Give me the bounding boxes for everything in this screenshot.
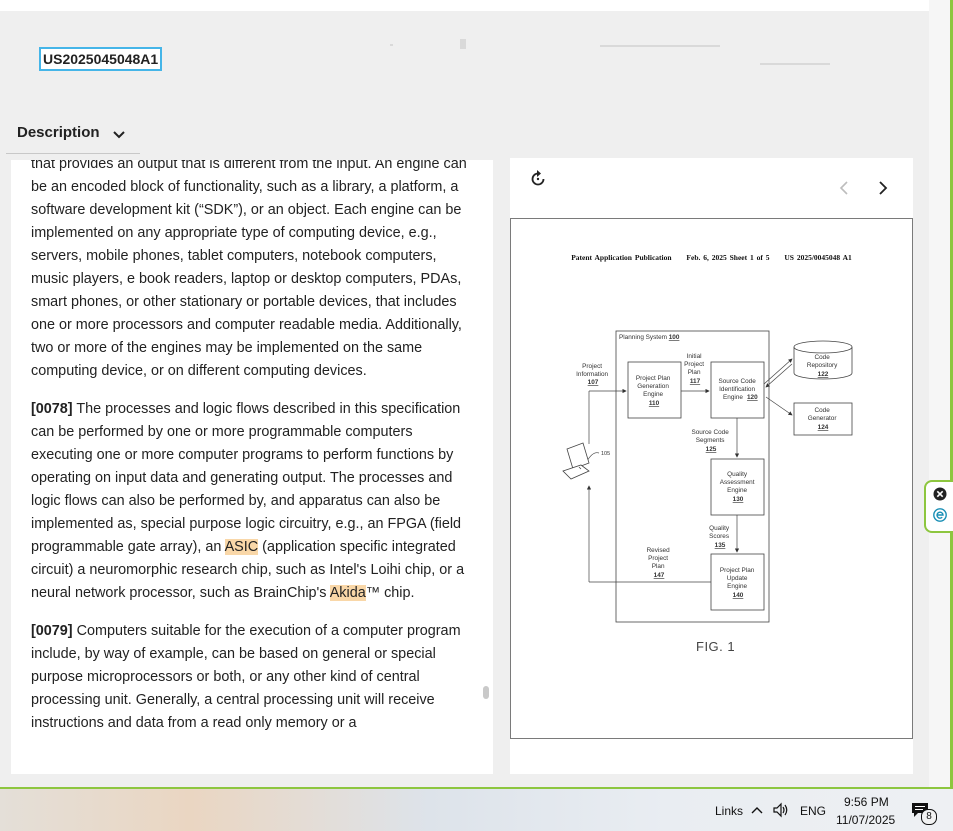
description-tab[interactable]: Description xyxy=(6,115,140,154)
links-toolbar[interactable]: Links xyxy=(715,804,744,818)
previous-figure-button[interactable] xyxy=(834,178,854,198)
sheet-header-right: US 2025/0045048 A1 xyxy=(784,253,852,262)
top-strip xyxy=(0,0,929,11)
window-border-bottom xyxy=(0,787,953,789)
chevron-down-icon[interactable] xyxy=(111,127,127,143)
paragraph-number: [0079] xyxy=(31,623,73,639)
paragraph-text: Computers suitable for the execution of … xyxy=(31,623,461,731)
segments-label: Source Code Segments 125 xyxy=(691,429,730,453)
clock-date[interactable]: 11/07/2025 xyxy=(836,813,896,827)
highlight-term[interactable]: ASIC xyxy=(224,539,259,555)
repository-cylinder xyxy=(793,347,853,380)
plan-generation-box xyxy=(627,361,682,419)
document-id[interactable]: US2025045048A1 xyxy=(39,47,163,71)
code-repository-label: Code Repository 122 xyxy=(807,354,839,378)
highlight-term[interactable]: Akida xyxy=(329,585,366,601)
description-text-panel[interactable]: that provides an output that is differen… xyxy=(11,160,493,774)
sheet-header: Patent Application Publication Feb. 6, 2… xyxy=(511,253,912,262)
quality-engine-box xyxy=(710,458,765,516)
paragraph-text: ™ chip. xyxy=(365,585,415,601)
clock-time[interactable]: 9:56 PM xyxy=(844,795,889,809)
planning-system-label: Planning System 100 xyxy=(619,334,680,341)
paragraph-continuation: that provides an output that is differen… xyxy=(31,160,467,379)
paragraph-0078: [0078] The processes and logic flows des… xyxy=(31,398,471,605)
figure-image[interactable]: Patent Application Publication Feb. 6, 2… xyxy=(510,218,913,739)
close-icon[interactable] xyxy=(933,487,947,501)
speaker-icon[interactable] xyxy=(772,802,790,818)
paragraph-number: [0078] xyxy=(31,401,73,417)
language-indicator[interactable]: ENG xyxy=(800,804,827,818)
scrollbar-thumb[interactable] xyxy=(483,686,489,699)
source-id-ref: 120 xyxy=(747,394,758,401)
code-generator-box xyxy=(793,402,853,436)
description-body: that provides an output that is differen… xyxy=(31,160,471,750)
right-gutter xyxy=(929,0,950,789)
window-border-right xyxy=(950,0,953,789)
quality-scores-label: Quality Scores 135 xyxy=(709,525,731,549)
sheet-header-left: Patent Application Publication xyxy=(571,253,672,262)
sheet-header-mid: Feb. 6, 2025 Sheet 1 of 5 xyxy=(686,253,770,262)
faded-header-mark xyxy=(460,39,466,49)
revised-plan-label: Revised Project Plan 147 xyxy=(647,547,672,579)
planning-system-box xyxy=(615,330,770,623)
update-engine-label: Project Plan Update Engine 140 xyxy=(720,567,756,599)
description-tab-label: Description xyxy=(17,124,100,141)
extension-side-panel xyxy=(924,480,953,533)
taskbar: Links ENG 9:56 PM 11/07/2025 8 xyxy=(0,789,953,831)
chevron-up-icon[interactable] xyxy=(751,805,763,815)
project-info-label: Project Information 107 xyxy=(576,363,610,386)
source-id-label: Source Code Identification Engine xyxy=(718,378,757,401)
figure-caption: FIG. 1 xyxy=(696,639,736,654)
device-ref: 105 xyxy=(601,451,610,457)
faded-header-mark xyxy=(600,45,720,47)
computer-icon xyxy=(562,442,590,480)
initial-plan-label: Initial Project Plan 117 xyxy=(684,353,706,385)
notification-icon[interactable] xyxy=(911,802,929,818)
paragraph-text: (application specific integrated circuit… xyxy=(31,539,465,601)
figure-panel: Patent Application Publication Feb. 6, 2… xyxy=(510,158,913,774)
faded-header-mark xyxy=(390,44,393,46)
plan-generation-label: Project Plan Generation Engine 110 xyxy=(636,375,672,407)
flow-diagram: Planning System 100 Project Information … xyxy=(562,330,853,623)
paragraph-0079: [0079] Computers suitable for the execut… xyxy=(31,620,471,735)
quality-engine-label: Quality Assessment Engine 130 xyxy=(720,471,757,503)
code-generator-label: Code Generator 124 xyxy=(808,407,839,431)
extension-e-icon[interactable] xyxy=(933,508,947,522)
next-figure-button[interactable] xyxy=(873,178,893,198)
notification-count-badge: 8 xyxy=(921,809,937,825)
faded-header-mark xyxy=(760,63,830,65)
rotate-icon[interactable] xyxy=(527,168,549,190)
source-id-box xyxy=(710,361,765,419)
paragraph-text: The processes and logic flows described … xyxy=(31,401,462,555)
update-engine-box xyxy=(710,553,765,611)
